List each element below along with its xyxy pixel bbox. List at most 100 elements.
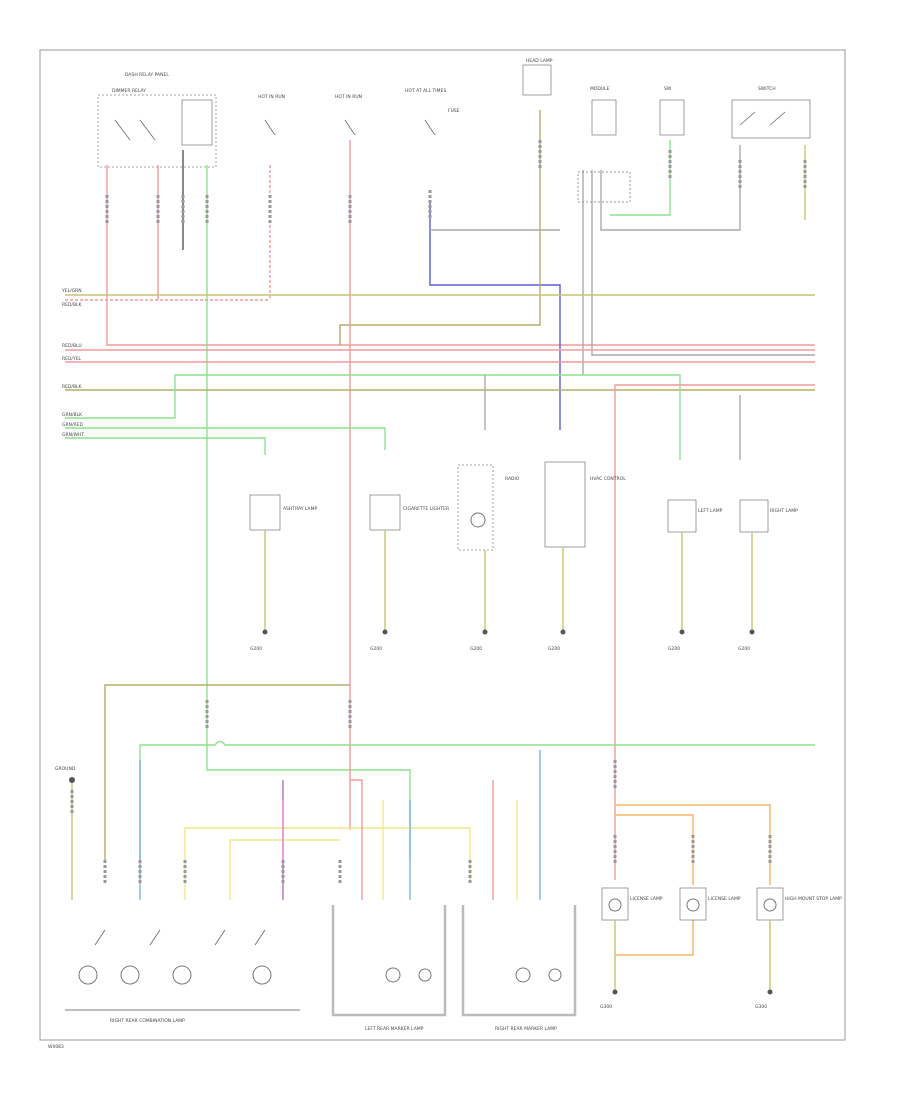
hvac-control-box (544, 461, 586, 548)
ground-label-2: G200 (370, 646, 382, 652)
relay-module-label: DIMMER RELAY (112, 88, 146, 94)
radio-box (457, 464, 494, 551)
multi-connector (577, 171, 631, 203)
lamp-3-label: RADIO (505, 476, 520, 482)
fuse-b-label: HOT IN RUN (335, 94, 362, 100)
lamp-icon (78, 965, 98, 985)
high-mount-stop-box (756, 887, 784, 921)
lamp-1-label: ASHTRAY LAMP (283, 506, 317, 512)
left-rear-marker-lamp: LEFT REAR MARKER LAMP (331, 905, 447, 1032)
lamp-icon (763, 898, 777, 912)
ground-symbols-mid (262, 629, 755, 635)
switch-icon (94, 929, 266, 946)
comp-b-label: MODULE (590, 86, 610, 92)
module-box (591, 99, 617, 136)
ground-icon (482, 629, 488, 635)
ground-icon (679, 629, 685, 635)
fuse-c-label: HOT AT ALL TIMES (405, 88, 446, 94)
cig-lighter-box (369, 494, 401, 531)
radio-lamp-icon (470, 512, 486, 528)
bus-lines (65, 294, 815, 880)
left-lamp-box (667, 499, 697, 533)
switch-box (731, 99, 811, 139)
ground-label-1: G200 (250, 646, 262, 652)
fuse-b-icon (344, 119, 356, 136)
wire-green-lower (139, 740, 815, 860)
bus-label-2: RED/BLK (62, 302, 83, 308)
bus-label-1: YEL/GRN (61, 288, 82, 294)
bus-green-3 (65, 437, 266, 455)
wire-red-lower (350, 779, 363, 900)
bottom-label-2: LEFT REAR MARKER LAMP (365, 1026, 424, 1032)
lamp-4-label: HVAC CONTROL (590, 476, 626, 482)
wire-yellow-2 (229, 839, 340, 900)
lamp-2-label: CIGARETTE LIGHTER (403, 506, 449, 512)
bottom-label-6: HIGH MOUNT STOP LAMP (785, 896, 842, 902)
right-marker-housing (461, 905, 577, 1017)
lamp-icon (515, 967, 531, 983)
lamp-icon (385, 967, 401, 983)
license-lamps: LICENSE LAMP LICENSE LAMP HIGH MOUNT STO… (600, 887, 842, 1010)
middle-lamps: ASHTRAY LAMP CIGARETTE LIGHTER RADIO HVA… (249, 461, 798, 551)
bottom-label-3: RIGHT REAR MARKER LAMP (495, 1026, 557, 1032)
bus-label-7: GRN/RED (62, 422, 83, 428)
ground-label-7: G300 (600, 1004, 612, 1010)
bus-label-8: GRN/WHT (62, 432, 84, 438)
lamp-icon (418, 968, 432, 982)
ground-label-5: G200 (668, 646, 680, 652)
ground-icon (69, 777, 75, 783)
wire-red-1 (106, 165, 815, 346)
left-marker-housing (331, 905, 447, 1017)
ground-top-label: GROUND (55, 766, 76, 772)
right-lamp-box (739, 499, 769, 533)
comp-c-label: SW (664, 86, 672, 92)
bottom-label-5: LICENSE LAMP (708, 896, 741, 902)
relay-switch-icon (114, 119, 156, 141)
connectors-lower (70, 700, 772, 885)
bus-label-4: RED/YEL (62, 356, 82, 362)
bus-green-2 (65, 427, 386, 450)
ground-icon (262, 629, 268, 635)
fuse-a-label: HOT IN RUN (258, 94, 285, 100)
license-lamp-right-box (679, 887, 707, 921)
bus-label-6: GRN/BLK (62, 412, 83, 418)
lamp-icon (252, 965, 272, 985)
license-lamp-left-box (601, 887, 629, 921)
lamp-icon (172, 965, 192, 985)
diagram-border (39, 49, 846, 1041)
ground-icon (612, 989, 618, 995)
ground-icon (749, 629, 755, 635)
switch-contact-icon (739, 111, 786, 126)
bus-green-1 (65, 374, 681, 460)
ground-label-6: G200 (738, 646, 750, 652)
lamp-5-label: LEFT LAMP (698, 508, 723, 514)
lamp-icon (120, 965, 140, 985)
comp-a-label: HEAD LAMP (526, 58, 553, 64)
top-header-label: DASH RELAY PANEL (125, 72, 169, 78)
ashtray-lamp-box (249, 494, 281, 531)
fuse-d-label: FUSE (448, 108, 460, 114)
corner-code: W0083 (48, 1044, 64, 1050)
bus-label-5: RED/BLK (62, 384, 83, 390)
bus-label-3: RED/BLU (62, 343, 82, 349)
connectors-top (105, 140, 807, 225)
wire-orange-1 (615, 804, 771, 885)
wire-gray-3 (591, 170, 815, 356)
bottom-label-4: LICENSE LAMP (630, 896, 663, 902)
ground-label-3: G200 (470, 646, 482, 652)
ground-icon (560, 629, 566, 635)
ground-label-8: G300 (755, 1004, 767, 1010)
wire-olive-lower (104, 684, 350, 860)
relay-coil (181, 99, 213, 146)
lamp-icon (608, 898, 622, 912)
lamp-icon (548, 968, 562, 982)
wire-green-2 (610, 140, 671, 216)
ground-icon (382, 629, 388, 635)
bottom-label-1: RIGHT REAR COMBINATION LAMP (110, 1018, 185, 1024)
rear-combination-lamp: RIGHT REAR COMBINATION LAMP (65, 929, 300, 1024)
wire-blue (429, 200, 561, 430)
wire-orange-3 (615, 920, 694, 956)
right-rear-marker-lamp: RIGHT REAR MARKER LAMP (461, 905, 577, 1032)
